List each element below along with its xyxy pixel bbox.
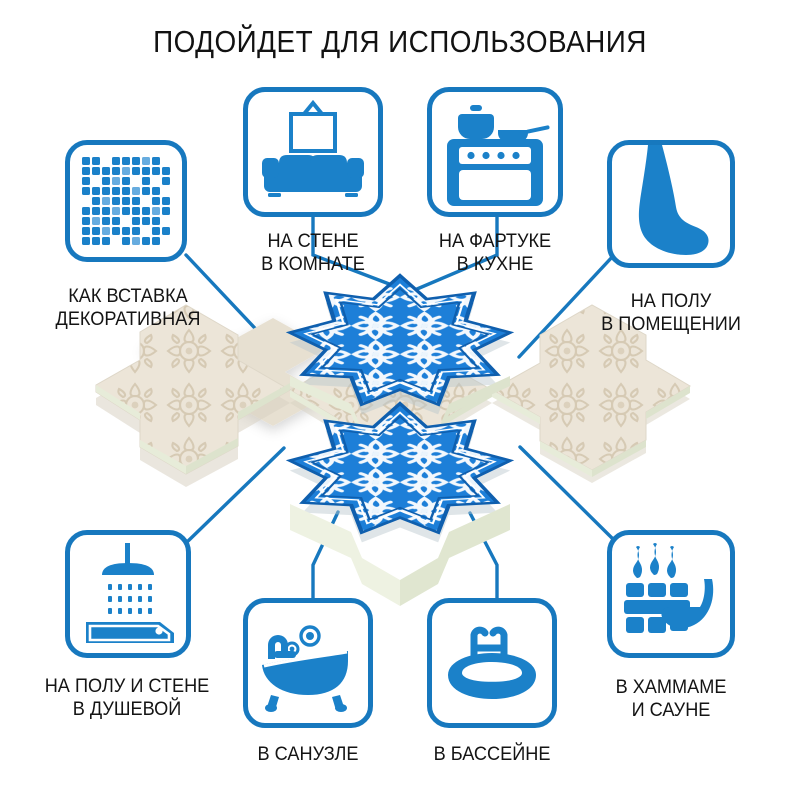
sofa-frame <box>243 87 383 217</box>
caption-pool: В БАССЕЙНЕ <box>433 743 551 765</box>
caption-sauna: В ХАММАМЕ И САУНЕ <box>615 676 727 721</box>
pool-frame <box>427 598 557 728</box>
sofa-picture-icon <box>262 99 364 197</box>
stove-frame <box>427 87 563 217</box>
shower-icon <box>86 543 174 643</box>
caption-bathroom: В САНУЗЛЕ <box>257 743 359 765</box>
cream-cross-left <box>95 304 292 487</box>
sauna-heater-icon <box>624 543 714 633</box>
blue-star-tile-bottom <box>290 404 510 606</box>
caption-wall-room: НА СТЕНЕ В КОМНАТЕ <box>261 230 365 275</box>
mosaic-frame <box>65 140 187 262</box>
bathtub-icon <box>262 625 348 712</box>
cream-cross-right <box>490 304 691 483</box>
mosaic-icon <box>82 157 170 245</box>
bare-foot-icon <box>638 145 709 255</box>
foot-frame <box>607 140 735 268</box>
caption-indoor-floor: НА ПОЛУ В ПОМЕЩЕНИИ <box>601 290 741 335</box>
shower-frame <box>65 530 191 658</box>
caption-kitchen: НА ФАРТУКЕ В КУХНЕ <box>438 230 552 275</box>
bathtub-frame <box>243 598 373 728</box>
caption-shower: НА ПОЛУ И СТЕНЕ В ДУШЕВОЙ <box>44 675 210 720</box>
page-title: ПОДОЙДЕТ ДЛЯ ИСПОЛЬЗОВАНИЯ <box>153 24 647 59</box>
swimming-pool-icon <box>448 626 536 699</box>
sauna-frame <box>607 530 735 658</box>
stove-icon <box>447 105 550 206</box>
caption-decor-insert: КАК ВСТАВКА ДЕКОРАТИВНАЯ <box>55 285 201 330</box>
